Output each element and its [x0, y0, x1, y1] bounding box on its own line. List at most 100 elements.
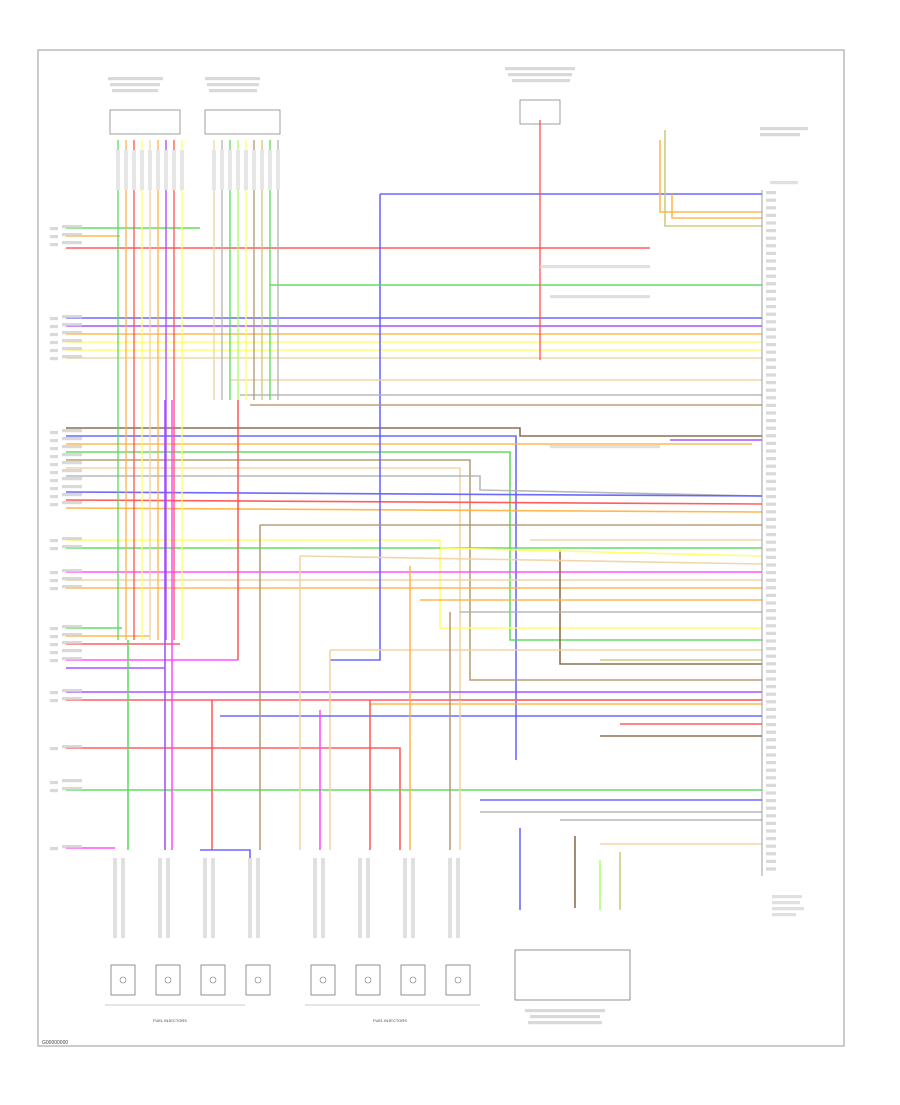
label-stub — [108, 77, 163, 81]
label-stub — [766, 403, 776, 407]
wire — [66, 427, 762, 437]
label-stub — [766, 502, 776, 506]
label-stub — [766, 320, 776, 324]
label-stub — [62, 225, 82, 229]
label-stub — [766, 267, 776, 271]
label-stub — [766, 396, 776, 400]
pin-label-stub — [164, 150, 168, 190]
pin-label-stub — [236, 150, 240, 190]
label-stub — [766, 365, 776, 369]
wire — [200, 849, 251, 870]
label-stub — [766, 388, 776, 392]
label-stub — [50, 691, 58, 695]
pin-label-stub — [228, 150, 232, 190]
label-stub — [766, 571, 776, 575]
label-stub — [540, 265, 650, 269]
pin-label-stub — [116, 150, 120, 190]
fuel-injector — [400, 964, 426, 996]
label-stub — [62, 493, 82, 497]
pin-label-stub — [156, 150, 160, 190]
injector-pin-stub — [203, 858, 207, 938]
wire — [66, 747, 401, 850]
fuel-injector — [310, 964, 336, 996]
injector-pin-stub — [448, 858, 452, 938]
injector-pin-stub — [166, 858, 170, 938]
label-stub — [766, 639, 776, 643]
label-stub — [766, 327, 776, 331]
label-stub — [62, 697, 82, 701]
label-stub — [62, 501, 82, 505]
label-stub — [766, 601, 776, 605]
label-stub — [766, 662, 776, 666]
pin-label-stub — [124, 150, 128, 190]
label-stub — [50, 789, 58, 793]
label-stub — [50, 431, 58, 435]
label-stub — [508, 73, 572, 77]
injector-pin-stub — [321, 858, 325, 938]
pin-label-stub — [268, 150, 272, 190]
label-stub — [766, 859, 776, 863]
label-stub — [50, 471, 58, 475]
label-stub — [62, 787, 82, 791]
label-stub — [50, 651, 58, 655]
label-stub — [766, 548, 776, 552]
pin-label-stub — [220, 150, 224, 190]
label-stub — [766, 837, 776, 841]
pin-label-stub — [252, 150, 256, 190]
label-stub — [766, 229, 776, 233]
label-stub — [50, 341, 58, 345]
wire — [664, 130, 762, 227]
label-stub — [50, 447, 58, 451]
label-stub — [766, 236, 776, 240]
label-stub — [50, 659, 58, 663]
label-stub — [766, 563, 776, 567]
label-stub — [766, 472, 776, 476]
wire — [439, 547, 763, 557]
wire — [66, 539, 762, 629]
fuel-injector-symbol — [254, 976, 262, 984]
label-stub — [766, 517, 776, 521]
label-stub — [766, 578, 776, 582]
fuel-injectors-label-1: FUEL INJECTORS — [153, 1018, 187, 1023]
label-stub — [766, 593, 776, 597]
label-stub — [50, 503, 58, 507]
label-stub — [766, 677, 776, 681]
wire — [65, 499, 763, 505]
label-stub — [62, 745, 82, 749]
label-stub — [50, 317, 58, 321]
wire — [66, 451, 762, 641]
label-stub — [50, 587, 58, 591]
injector-pin-stub — [411, 858, 415, 938]
label-stub — [766, 244, 776, 248]
label-stub — [766, 274, 776, 278]
label-stub — [766, 738, 776, 742]
label-stub — [62, 355, 82, 359]
wire — [671, 194, 762, 219]
fuel-injector — [445, 964, 471, 996]
wire — [66, 435, 517, 760]
label-stub — [50, 487, 58, 491]
label-stub — [766, 867, 776, 871]
label-stub — [770, 181, 798, 185]
label-stub — [766, 829, 776, 833]
label-stub — [766, 411, 776, 415]
wire — [659, 140, 762, 213]
label-stub — [766, 419, 776, 423]
injector-pin-stub — [248, 858, 252, 938]
label-stub — [772, 901, 800, 905]
footer-code: G00000000 — [42, 1040, 68, 1046]
label-stub — [62, 657, 82, 661]
wire — [66, 459, 762, 681]
pin-label-stub — [260, 150, 264, 190]
label-stub — [766, 426, 776, 430]
pin-label-stub — [132, 150, 136, 190]
label-stub — [766, 723, 776, 727]
label-stub — [62, 477, 82, 481]
label-stub — [766, 821, 776, 825]
components-layer — [105, 99, 763, 1006]
label-stub — [112, 89, 158, 93]
wire — [330, 194, 381, 661]
label-stub — [50, 495, 58, 499]
